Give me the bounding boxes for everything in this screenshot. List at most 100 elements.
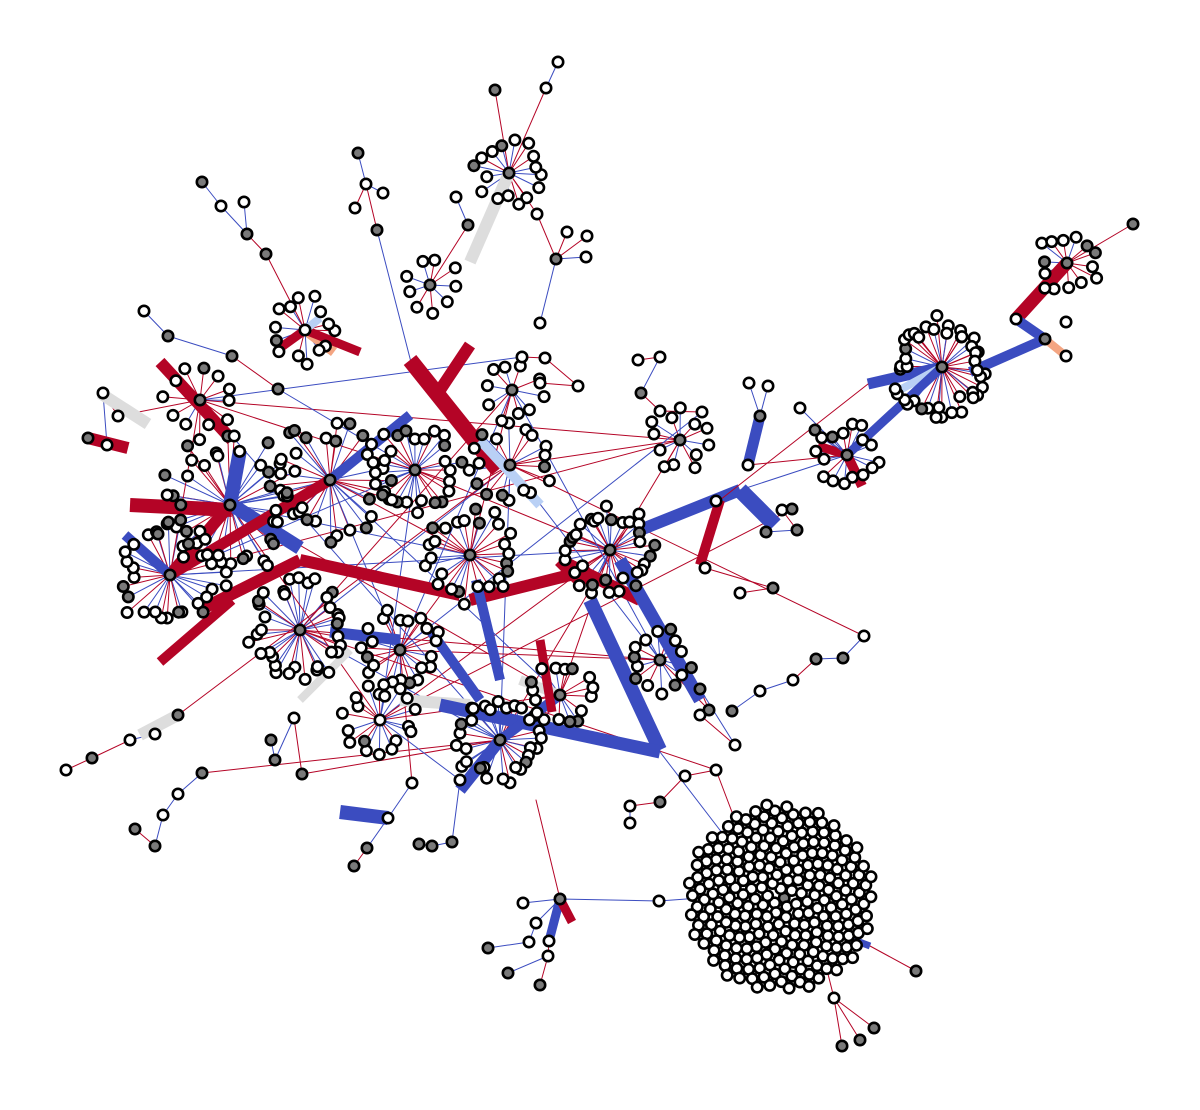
edge [164, 474, 231, 506]
leaf-node [274, 467, 288, 481]
leaf-node [482, 580, 496, 594]
edge [640, 356, 661, 394]
leaf-node [602, 585, 616, 599]
edge [469, 508, 477, 556]
leaf-node [551, 55, 565, 69]
hub-node [376, 488, 390, 502]
leaf-node [831, 876, 845, 890]
edge [127, 574, 171, 598]
hub-node [263, 479, 277, 493]
leaf-node [227, 429, 241, 443]
leaf-node [292, 571, 306, 585]
edge [160, 574, 171, 619]
leaf-node [1074, 275, 1088, 289]
hub-node [236, 552, 250, 566]
leaf-node [864, 438, 878, 452]
hub-node [629, 671, 643, 685]
leaf-node [376, 186, 390, 200]
edge [509, 445, 547, 466]
leaf-node [465, 713, 479, 727]
leaf-node [343, 523, 357, 537]
leaf-node [850, 841, 864, 855]
edge [166, 574, 171, 619]
leaf-node [424, 649, 438, 663]
edge [169, 549, 611, 576]
leaf-node [830, 963, 844, 977]
edge [481, 434, 511, 466]
leaf-node [864, 890, 878, 904]
hub-node [81, 431, 95, 445]
leaf-node [535, 662, 549, 676]
hub-node [161, 329, 175, 343]
leaf-node [308, 289, 322, 303]
leaf-node [272, 345, 286, 359]
leaf-node [728, 738, 742, 752]
hub-node [197, 361, 211, 375]
leaf-node [740, 952, 754, 966]
edge [299, 614, 339, 631]
edge [559, 898, 660, 902]
leaf-node [684, 908, 698, 922]
leaf-node [572, 579, 586, 593]
hub-node [495, 139, 509, 153]
leaf-node [123, 733, 137, 747]
leaf-node [385, 742, 399, 756]
hub-node [271, 382, 285, 396]
leaf-node [940, 326, 954, 340]
leaf-node [817, 836, 831, 850]
hub-node [604, 513, 618, 527]
leaf-node [322, 665, 336, 679]
leaf-node [520, 191, 534, 205]
leaf-node [341, 724, 355, 738]
leaf-node [378, 453, 392, 467]
leaf-node [514, 701, 528, 715]
leaf-node [472, 456, 486, 470]
leaf-node [517, 483, 531, 497]
edge [414, 469, 419, 514]
hub-node [935, 360, 949, 374]
leaf-node [219, 579, 233, 593]
leaf-node [384, 444, 398, 458]
leaf-node [515, 350, 529, 364]
edge [609, 544, 656, 551]
hub-node [158, 468, 172, 482]
leaf-node [927, 322, 941, 336]
leaf-node [449, 279, 463, 293]
leaf-node [495, 414, 509, 428]
leaf-node [501, 189, 515, 203]
hub-node [493, 733, 507, 747]
leaf-node [697, 936, 711, 950]
edge [469, 511, 496, 556]
leaf-node [272, 302, 286, 316]
leaf-node [330, 416, 344, 430]
leaf-node [628, 640, 642, 654]
edge [869, 945, 917, 972]
edge [659, 751, 727, 839]
edge [289, 432, 331, 481]
edge [833, 997, 843, 1047]
hub-node [329, 434, 343, 448]
hub-node [299, 431, 313, 445]
leaf-node [269, 503, 283, 517]
leaf-node [709, 494, 723, 508]
leaf-node [812, 971, 826, 985]
thick-edge [228, 499, 304, 554]
edge [299, 629, 318, 668]
leaf-node [733, 586, 747, 600]
hub-node [1060, 256, 1074, 270]
hub-node [653, 795, 667, 809]
leaf-node [491, 517, 505, 531]
leaf-node [222, 382, 236, 396]
hub-node [502, 166, 516, 180]
leaf-node [552, 712, 566, 726]
leaf-node [491, 694, 505, 708]
leaf-node [786, 955, 800, 969]
leaf-node [623, 816, 637, 830]
leaf-node [480, 771, 494, 785]
leaf-node [720, 852, 734, 866]
leaf-node [429, 634, 443, 648]
hub-node [261, 436, 275, 450]
leaf-node [817, 452, 831, 466]
leaf-node [815, 846, 829, 860]
